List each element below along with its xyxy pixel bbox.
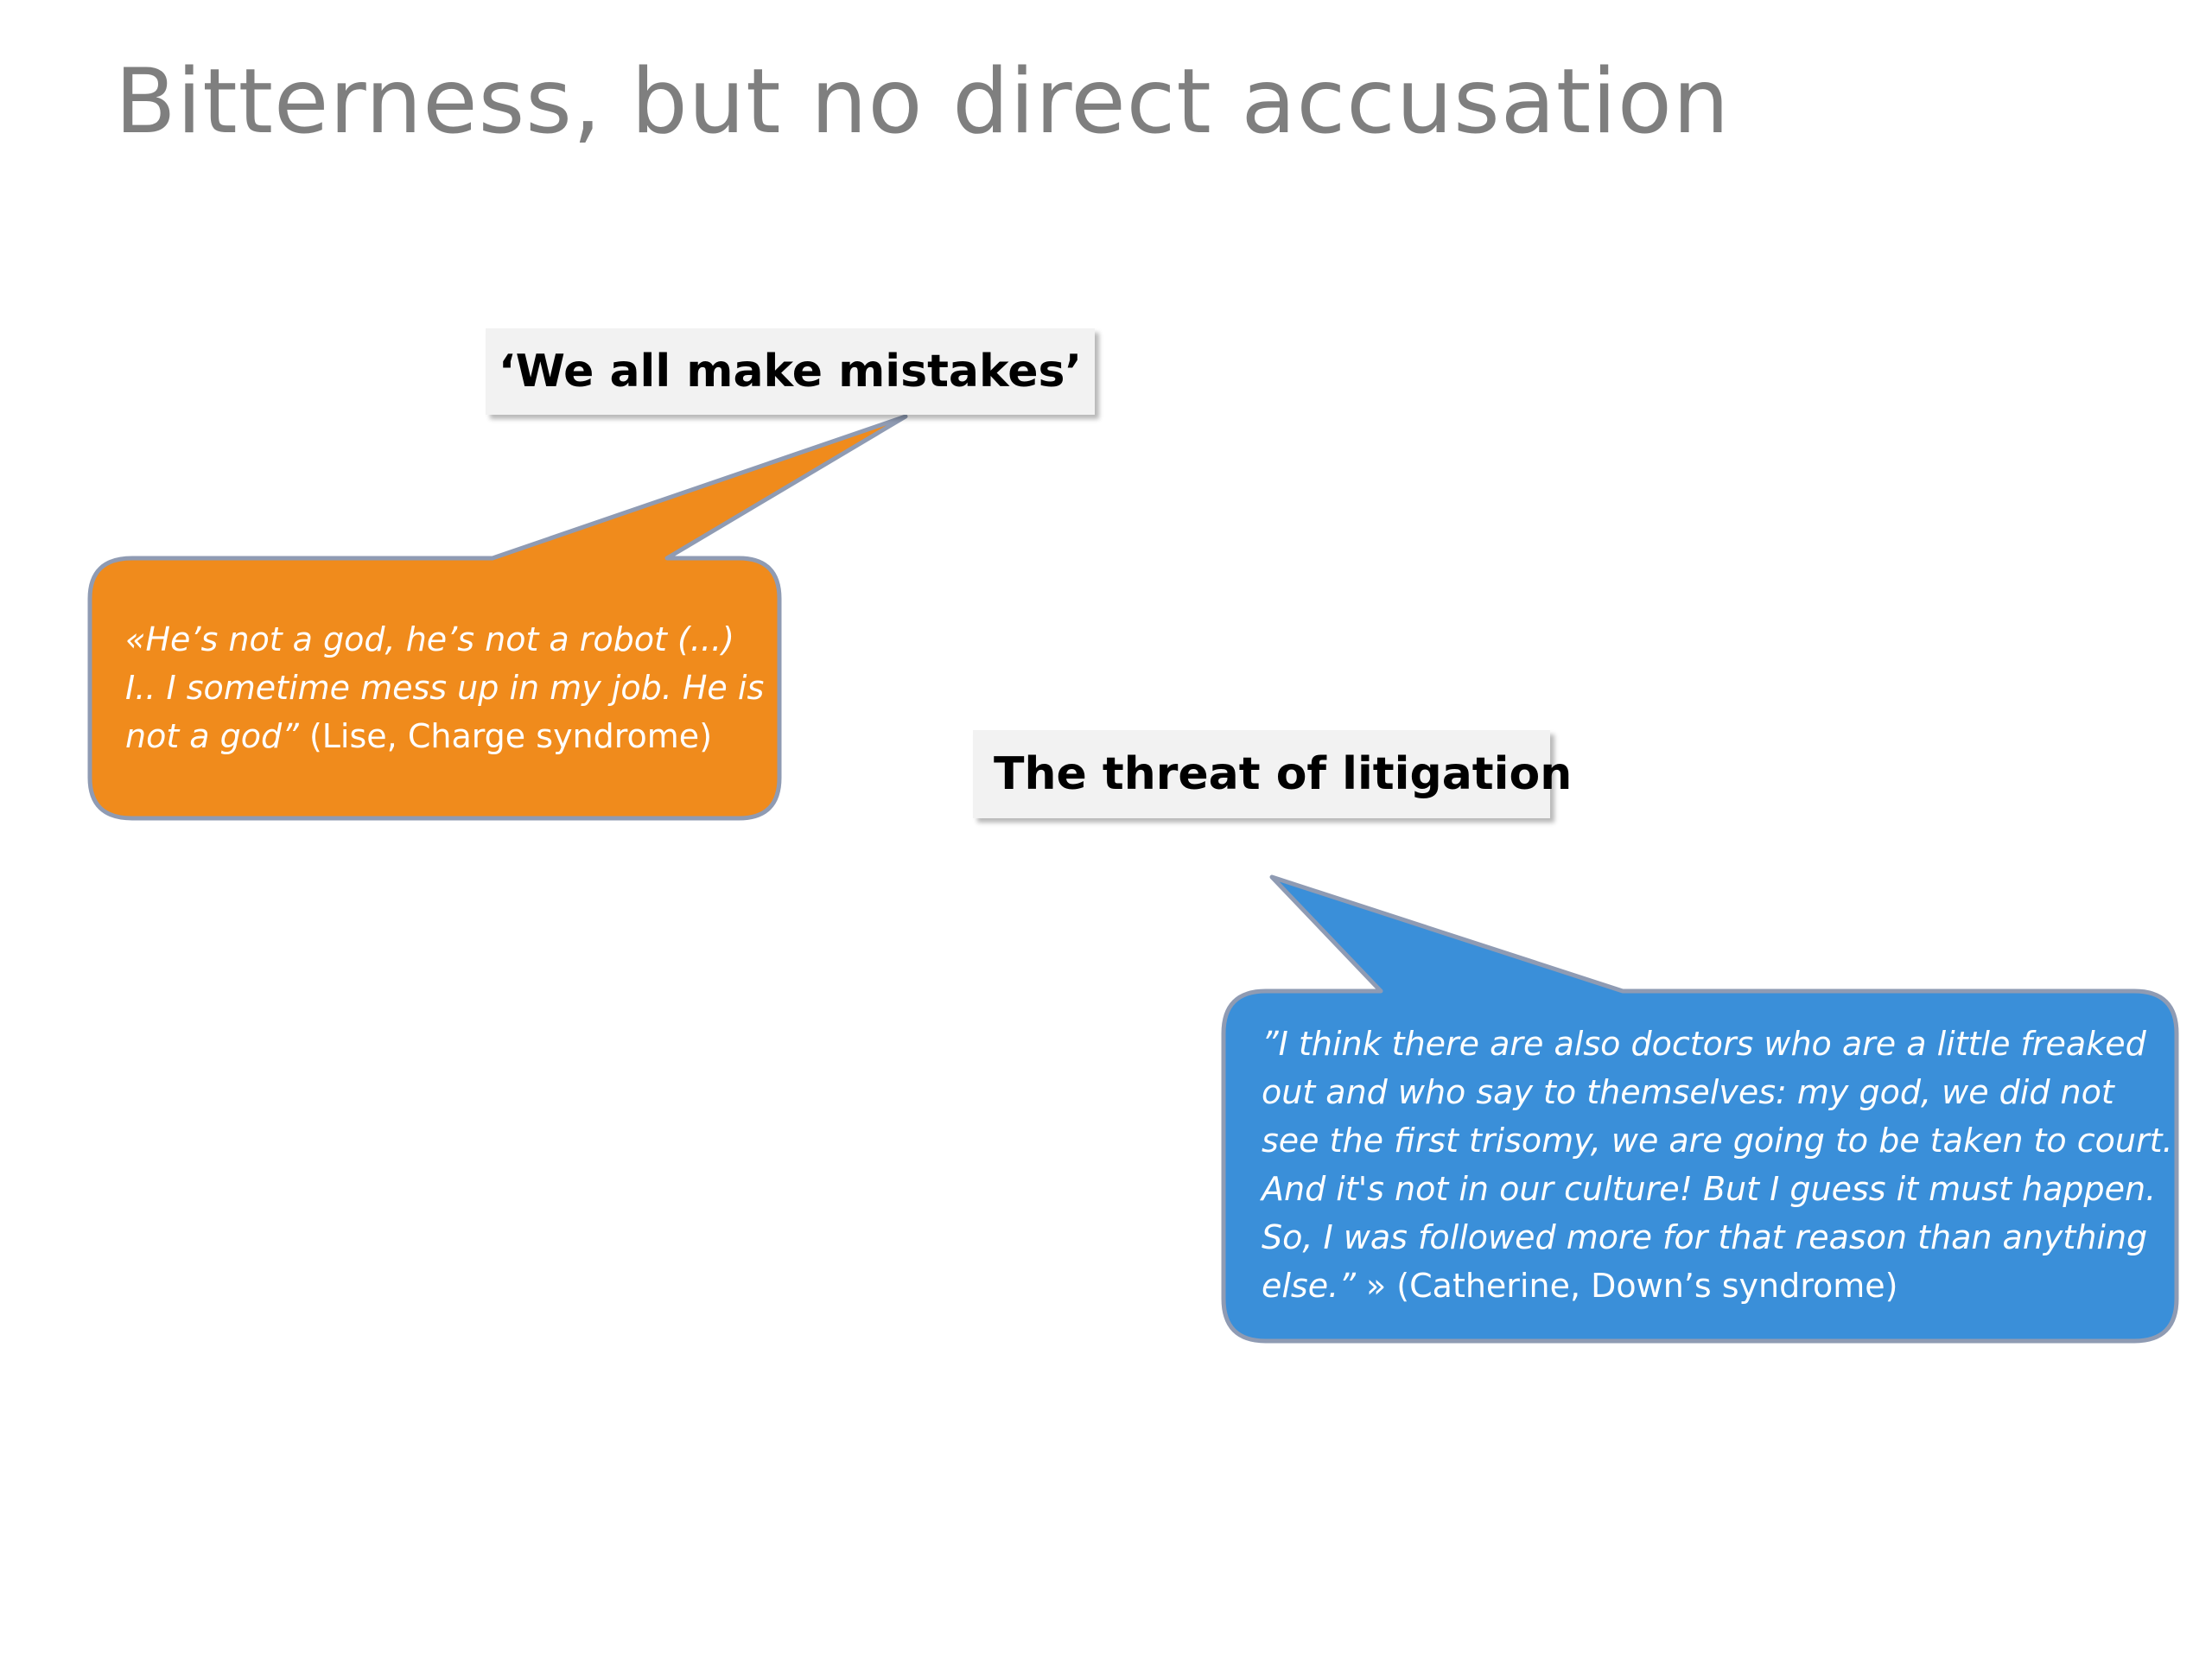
label-threat-of-litigation: The threat of litigation [973,730,1572,818]
label-we-all-make-mistakes: ‘We all make mistakes’ [486,328,1095,415]
orange-callout-text: «He’s not a god, he’s not a robot (...) … [125,615,765,760]
orange-callout-attribution: (Lise, Charge syndrome) [298,717,713,755]
blue-callout-text: ”I think there are also doctors who are … [1262,1020,2177,1310]
orange-callout-quote: «He’s not a god, he’s not a robot (...) … [125,620,765,755]
blue-callout-quote: ”I think there are also doctors who are … [1262,1025,2173,1305]
blue-callout-attribution: » (Catherine, Down’s syndrome) [1355,1267,1898,1305]
slide-title: Bitterness, but no direct accusation [115,50,1731,154]
